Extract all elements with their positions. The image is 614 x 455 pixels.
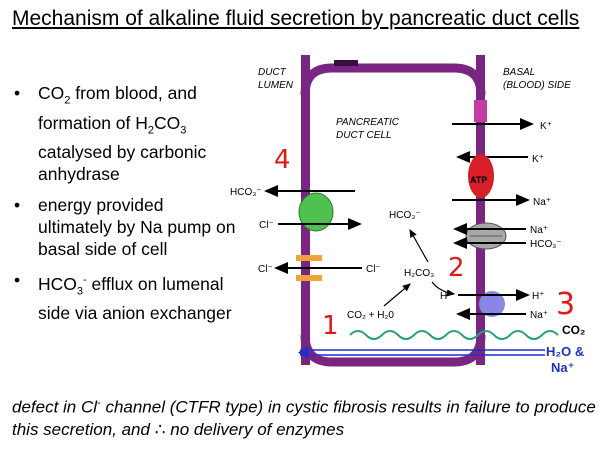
reaction-arrow [383,283,411,307]
h-label: H⁺ [440,291,453,302]
bullet-list: •CO2 from blood, and formation of H2CO3 … [14,82,239,333]
bullet-item: •HCO3- efflux on lumenal side via anion … [14,270,232,324]
h2co3-label: H₂CO₃ [404,268,434,279]
footnote: defect in Cl- channel (CTFR type) in cys… [12,397,596,439]
dissociation-arrow [409,228,429,263]
step-number: 2 [448,253,465,283]
k-channel [474,100,487,122]
cell-label: PANCREATIC [336,117,400,128]
lumen-label: LUMEN [258,80,294,91]
cl-hco3-exchanger [298,192,334,232]
step-number: 1 [322,311,339,341]
hco3-label: HCO₃⁻ [230,187,262,198]
bullet-dot-icon: • [14,83,21,103]
na-label: Na⁺ [530,310,548,321]
atp-label: ATP [470,175,487,185]
slide-title: Mechanism of alkaline fluid secretion by… [12,7,580,30]
k-label: K⁺ [532,154,544,165]
step-number: 3 [556,287,575,322]
na-h-exchanger [479,291,505,317]
cftr-cl-channel [296,275,322,281]
na-label: Na⁺ [533,197,551,208]
lumen-label: DUCT [258,67,287,78]
cl-label: Cl⁻ [366,264,381,275]
co2-water-label: CO₂ + H₂0 [347,310,394,321]
basal-label: (BLOOD) SIDE [503,80,571,91]
diffusion-wave [349,330,559,340]
na-label: Na⁺ [530,225,548,236]
cl-label: Cl⁻ [259,220,274,231]
co2-blood-label: CO₂ [562,323,585,337]
basal-label: BASAL [503,67,535,78]
water-flow-arrowhead [298,346,308,359]
k-label: K⁺ [540,121,552,132]
water-label: H₂O & [546,344,584,359]
proton-arrow [431,281,456,297]
bullet-item: •energy provided ultimately by Na pump o… [14,195,236,259]
cl-label: Cl⁻ [258,264,273,275]
bullet-dot-icon: • [14,270,21,290]
na-blood-label: Na⁺ [551,360,574,375]
cell-label: DUCT CELL [336,130,392,141]
cftr-cl-channel [296,255,322,261]
h-label: H⁺ [532,291,545,302]
bullet-item: •CO2 from blood, and formation of H2CO3 … [14,83,207,184]
bullet-dot-icon: • [14,195,21,215]
hco3-label: HCO₃⁻ [389,210,421,221]
hco3-label: HCO₃⁻ [530,239,562,250]
step-number: 4 [274,145,291,175]
na-k-atpase-pump [468,154,494,198]
